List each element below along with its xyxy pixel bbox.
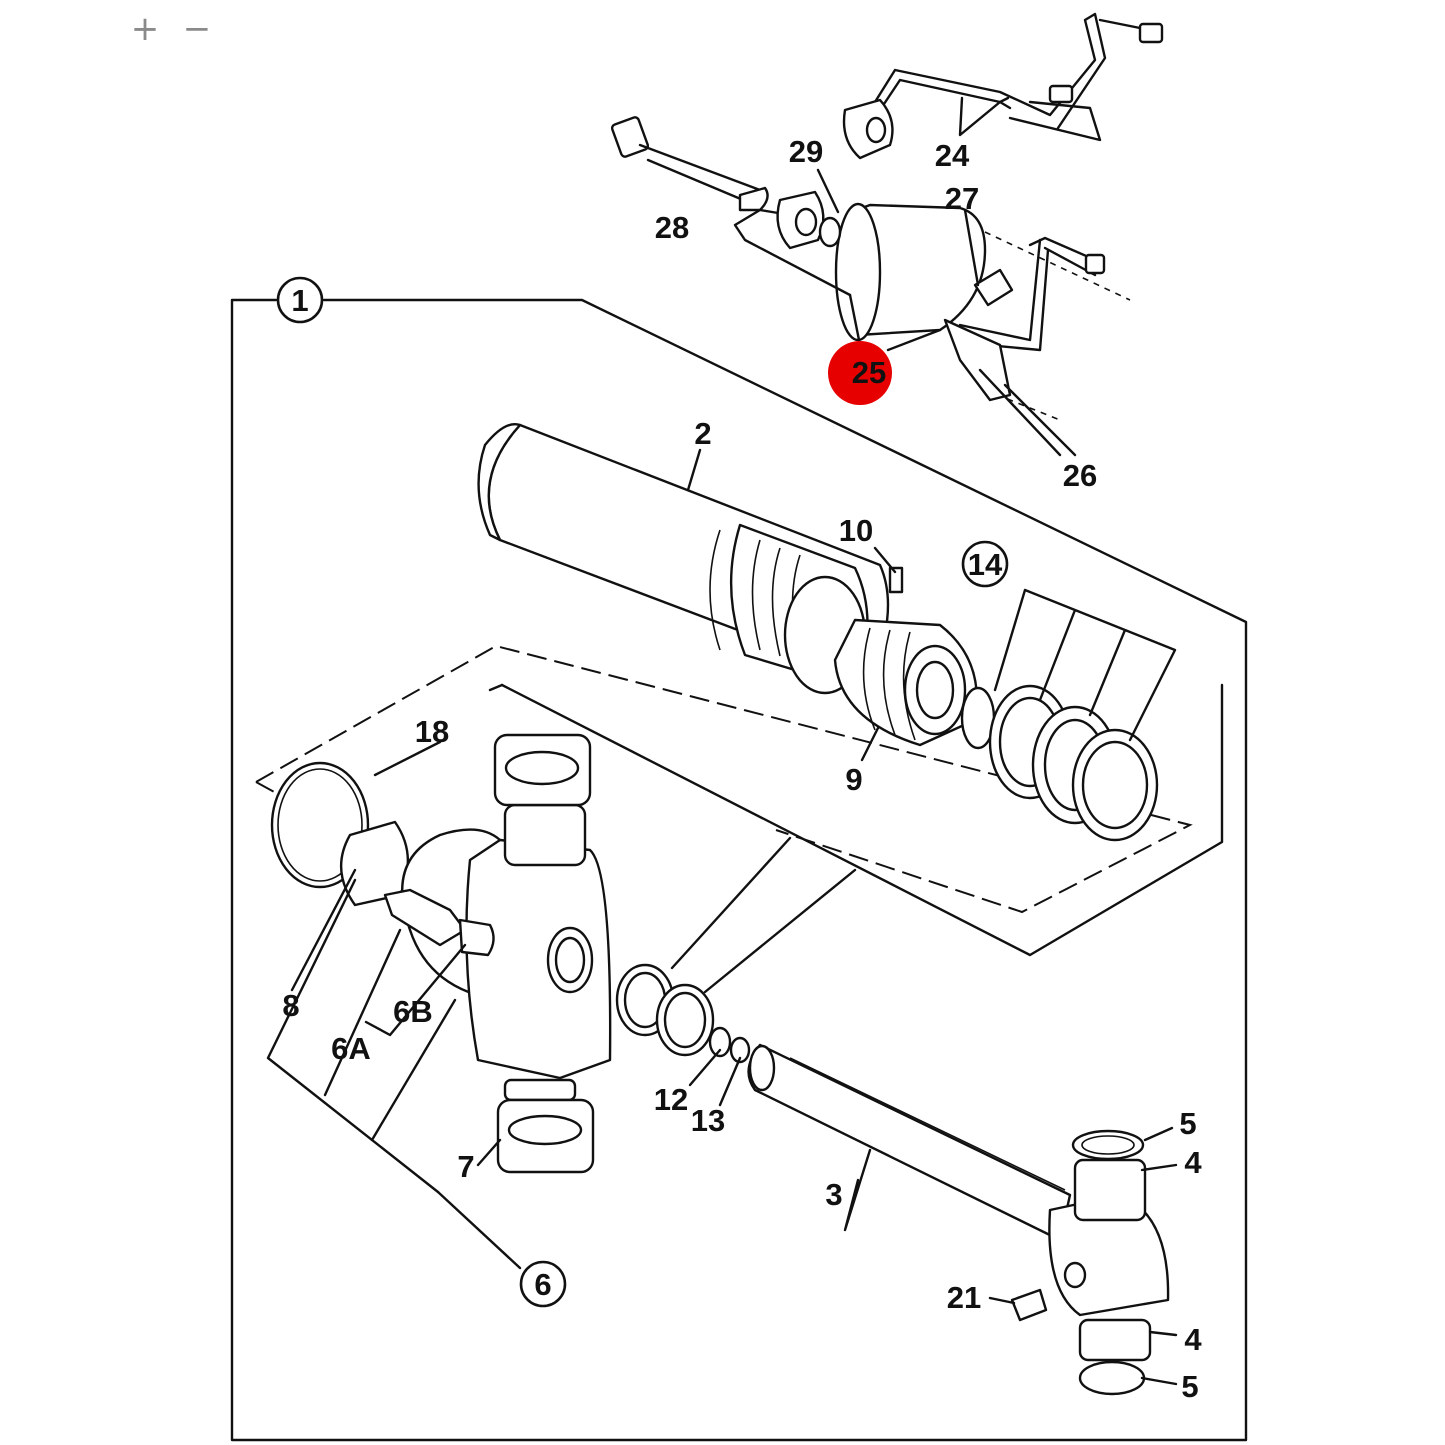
label-27[interactable]: 27 (945, 181, 979, 216)
piston-rod (747, 1043, 1072, 1242)
piston (833, 618, 979, 747)
zoom-in-button[interactable]: + (130, 9, 160, 49)
label-12[interactable]: 12 (654, 1082, 688, 1117)
label-6[interactable]: 6 (534, 1267, 551, 1302)
label-6b[interactable]: 6B (393, 994, 433, 1029)
inner-frame (500, 683, 1224, 957)
label-9[interactable]: 9 (845, 762, 862, 797)
callout-circle-14 (961, 540, 1009, 588)
seal-kit (960, 684, 1159, 842)
label-28[interactable]: 28 (655, 210, 689, 245)
label-13[interactable]: 13 (691, 1103, 725, 1138)
label-5-top[interactable]: 5 (1179, 1106, 1196, 1141)
leader-lines (266, 96, 1178, 1386)
highlight-marker[interactable] (828, 341, 892, 405)
label-2[interactable]: 2 (694, 416, 711, 451)
label-3[interactable]: 3 (825, 1177, 842, 1212)
label-25[interactable]: 25 (852, 355, 886, 390)
label-14[interactable]: 14 (968, 547, 1003, 582)
label-5-bottom[interactable]: 5 (1181, 1369, 1198, 1404)
label-4-top[interactable]: 4 (1184, 1145, 1202, 1180)
zoom-controls: + − (130, 12, 212, 46)
label-8[interactable]: 8 (282, 988, 299, 1023)
label-10[interactable]: 10 (839, 513, 873, 548)
label-6a[interactable]: 6A (331, 1031, 371, 1066)
pin (888, 566, 904, 594)
callout-circle-6 (519, 1260, 567, 1308)
label-24[interactable]: 24 (935, 138, 970, 173)
label-18[interactable]: 18 (415, 714, 449, 749)
zoom-out-button[interactable]: − (182, 9, 212, 49)
label-7[interactable]: 7 (457, 1149, 474, 1184)
label-21[interactable]: 21 (947, 1280, 981, 1315)
assembly-frame (230, 298, 1248, 1442)
rod-eye (1010, 1129, 1170, 1396)
pipe-assembly (610, 12, 1164, 421)
cylinder-head (270, 733, 612, 1174)
label-4-bottom[interactable]: 4 (1184, 1322, 1202, 1357)
label-29[interactable]: 29 (789, 134, 823, 169)
callout-circle-1 (276, 276, 324, 324)
label-26[interactable]: 26 (1063, 458, 1097, 493)
label-1[interactable]: 1 (291, 283, 308, 318)
cylinder-barrel (477, 423, 890, 695)
